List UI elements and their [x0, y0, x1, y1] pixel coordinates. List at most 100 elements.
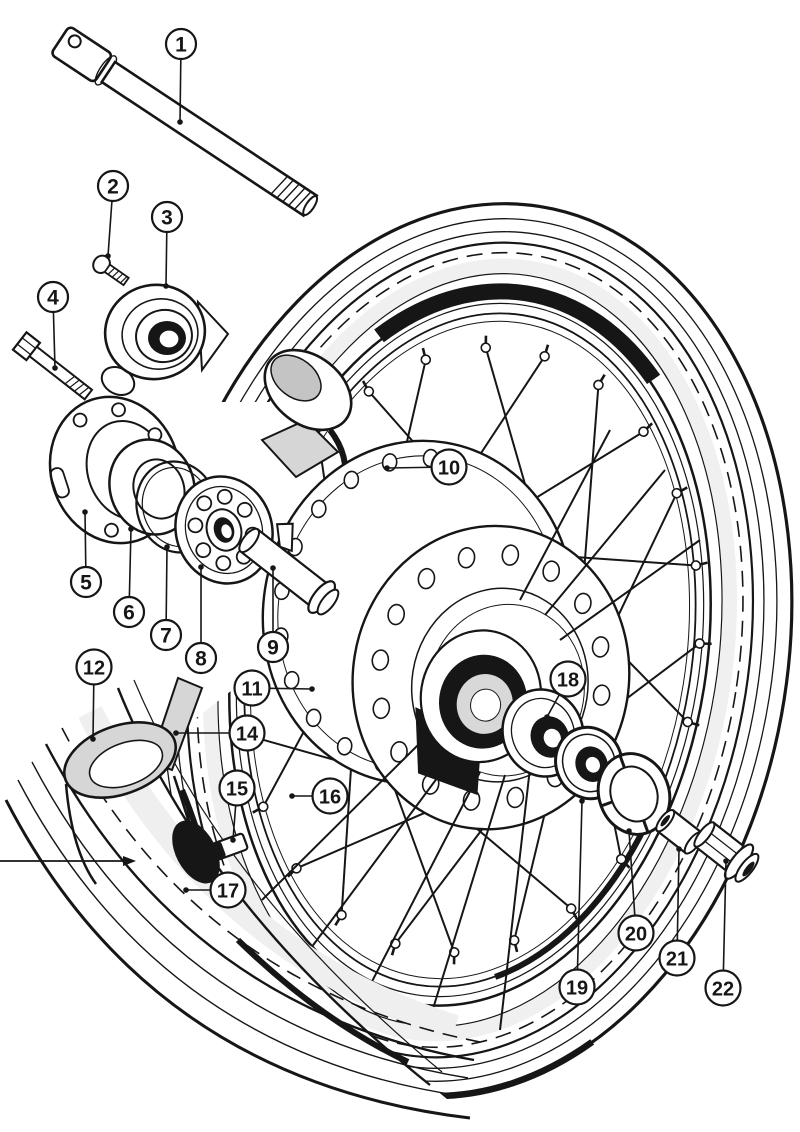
callout-number: 9	[267, 637, 279, 660]
callout-dot	[544, 714, 550, 720]
callout-number: 3	[161, 207, 173, 230]
part-ring-nut	[596, 752, 672, 836]
callout-number: 5	[80, 572, 92, 595]
hub-front-spoke-holes	[371, 544, 611, 811]
callout-1: 1	[164, 27, 198, 125]
callout-8: 8	[184, 564, 218, 675]
callout-circle	[184, 641, 218, 675]
callout-circle	[658, 939, 696, 977]
callout-dot	[128, 526, 134, 532]
hub-bore-center	[470, 688, 502, 722]
tube-side	[172, 775, 208, 873]
callout-number: 7	[160, 625, 172, 648]
callout-number: 12	[83, 658, 105, 680]
callout-number: 1	[175, 34, 187, 57]
part-axle	[51, 26, 319, 218]
edge-leader-offscreen	[0, 856, 136, 866]
callout-circle	[430, 448, 468, 486]
callout-number: 21	[666, 949, 688, 971]
callout-circle	[311, 777, 349, 815]
callout-number: 20	[625, 924, 647, 946]
callout-dot	[384, 465, 390, 471]
callout-17: 17	[183, 871, 247, 909]
callout-circle	[112, 595, 146, 629]
callout-circle	[549, 660, 587, 698]
callout-dot	[164, 544, 170, 550]
callout-number: 17	[217, 881, 239, 903]
hub-ring	[410, 587, 589, 783]
callout-leader	[576, 800, 583, 988]
tube-shadow-edge	[179, 788, 213, 877]
callout-dot	[579, 798, 585, 804]
callout-19: 19	[558, 798, 596, 1006]
callout-circle	[149, 618, 183, 652]
section-bead-shadow	[235, 937, 410, 1065]
callout-circle	[209, 871, 247, 909]
callout-6: 6	[112, 526, 146, 629]
tube-inner	[88, 739, 164, 789]
callout-number: 6	[123, 602, 135, 625]
callout-3: 3	[150, 200, 184, 289]
section-tread-edge	[44, 743, 475, 1062]
tube-in-cut	[270, 354, 322, 402]
callout-dot	[289, 793, 295, 799]
callout-number: 22	[712, 979, 734, 1001]
callout-circle	[233, 669, 271, 707]
callout-4: 4	[36, 280, 70, 371]
callout-number: 10	[438, 458, 460, 480]
callout-11: 11	[233, 669, 315, 707]
callout-dot	[173, 730, 179, 736]
callout-leader	[722, 860, 727, 989]
part-bolt	[11, 330, 94, 401]
callout-2: 2	[96, 169, 130, 259]
part-axle-nut	[693, 821, 760, 883]
callout-dot	[52, 365, 58, 371]
callout-20: 20	[617, 828, 655, 952]
callout-dot	[230, 837, 236, 843]
callout-5: 5	[69, 509, 103, 599]
callout-circle	[96, 169, 130, 203]
callout-dot	[676, 846, 682, 852]
callout-dot	[90, 736, 96, 742]
part-retainer	[108, 438, 196, 536]
callout-12: 12	[75, 648, 113, 742]
callout-number: 11	[241, 679, 262, 701]
callout-9: 9	[256, 565, 290, 664]
callout-number: 4	[47, 287, 59, 310]
callout-circle	[558, 968, 596, 1006]
callout-circle	[256, 630, 290, 664]
callout-circle	[150, 200, 184, 234]
callout-dot	[82, 509, 88, 515]
callout-dot	[105, 253, 111, 259]
callout-number: 18	[557, 670, 579, 692]
section-rib	[17, 779, 463, 1097]
callout-dot	[177, 119, 183, 125]
tube-side	[64, 783, 98, 885]
callout-14: 14	[173, 714, 266, 752]
callout-number: 14	[236, 724, 259, 746]
callout-circle	[704, 969, 742, 1007]
callout-dot	[270, 565, 276, 571]
callout-10: 10	[384, 448, 468, 486]
section-outer-edge	[4, 799, 471, 1120]
callout-dot	[163, 283, 169, 289]
tire-cut-section	[260, 348, 353, 486]
callout-number: 15	[226, 779, 248, 801]
callout-dot	[626, 828, 632, 834]
callout-22: 22	[704, 858, 742, 1007]
callout-number: 19	[566, 978, 588, 1000]
callout-dot	[309, 686, 315, 692]
callout-21: 21	[658, 846, 696, 977]
callout-16: 16	[289, 777, 349, 815]
hub-illustration	[261, 439, 631, 831]
callout-circle	[75, 648, 113, 686]
callout-circle	[228, 714, 266, 752]
callout-circle	[69, 565, 103, 599]
callout-number: 2	[107, 176, 119, 199]
callout-circle	[36, 280, 70, 314]
callout-dot	[183, 887, 189, 893]
callout-15: 15	[218, 769, 256, 843]
callout-circle	[617, 914, 655, 952]
